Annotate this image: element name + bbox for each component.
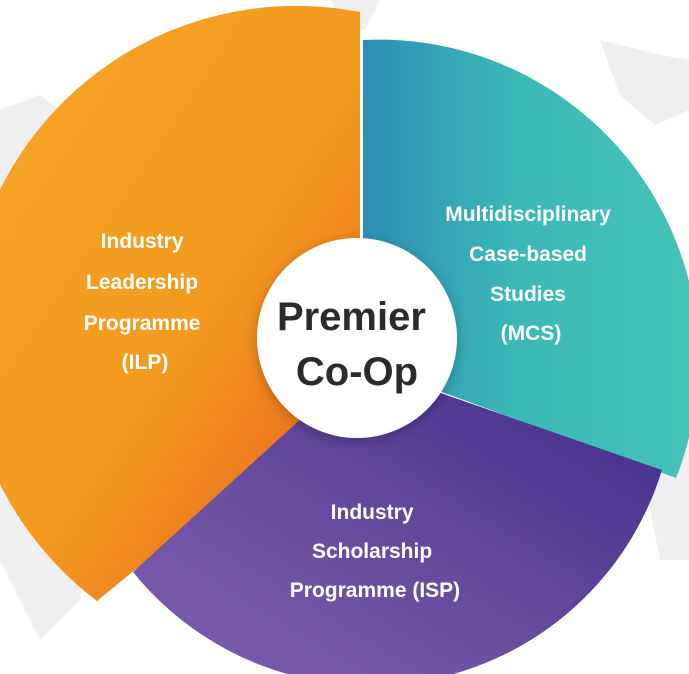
label-mcs-line-3: Studies — [490, 283, 566, 306]
label-mcs-line-4: (MCS) — [501, 322, 562, 345]
label-ilp-line-3: Programme — [84, 312, 201, 335]
label-ilp-line-1: Industry — [101, 230, 184, 253]
label-ilp-line-4: (ILP) — [122, 351, 169, 374]
label-ilp: Industry Leadership Programme (ILP) — [84, 230, 207, 374]
label-isp: Industry Scholarship Programme (ISP) — [290, 501, 460, 602]
label-isp-line-1: Industry — [331, 501, 414, 524]
center-title-line-1: Premier — [277, 295, 426, 339]
label-ilp-line-2: Leadership — [86, 271, 198, 294]
center-title-line-2: Co-Op — [296, 350, 418, 394]
label-isp-line-3: Programme (ISP) — [290, 579, 460, 602]
segment-isp — [133, 365, 662, 674]
label-mcs: Multidisciplinary Case-based Studies (MC… — [445, 203, 617, 345]
label-mcs-line-2: Case-based — [469, 243, 587, 266]
label-isp-line-2: Scholarship — [312, 540, 432, 563]
center-circle — [257, 238, 457, 438]
center-title: Premier Co-Op — [277, 295, 437, 394]
label-mcs-line-1: Multidisciplinary — [445, 203, 611, 226]
